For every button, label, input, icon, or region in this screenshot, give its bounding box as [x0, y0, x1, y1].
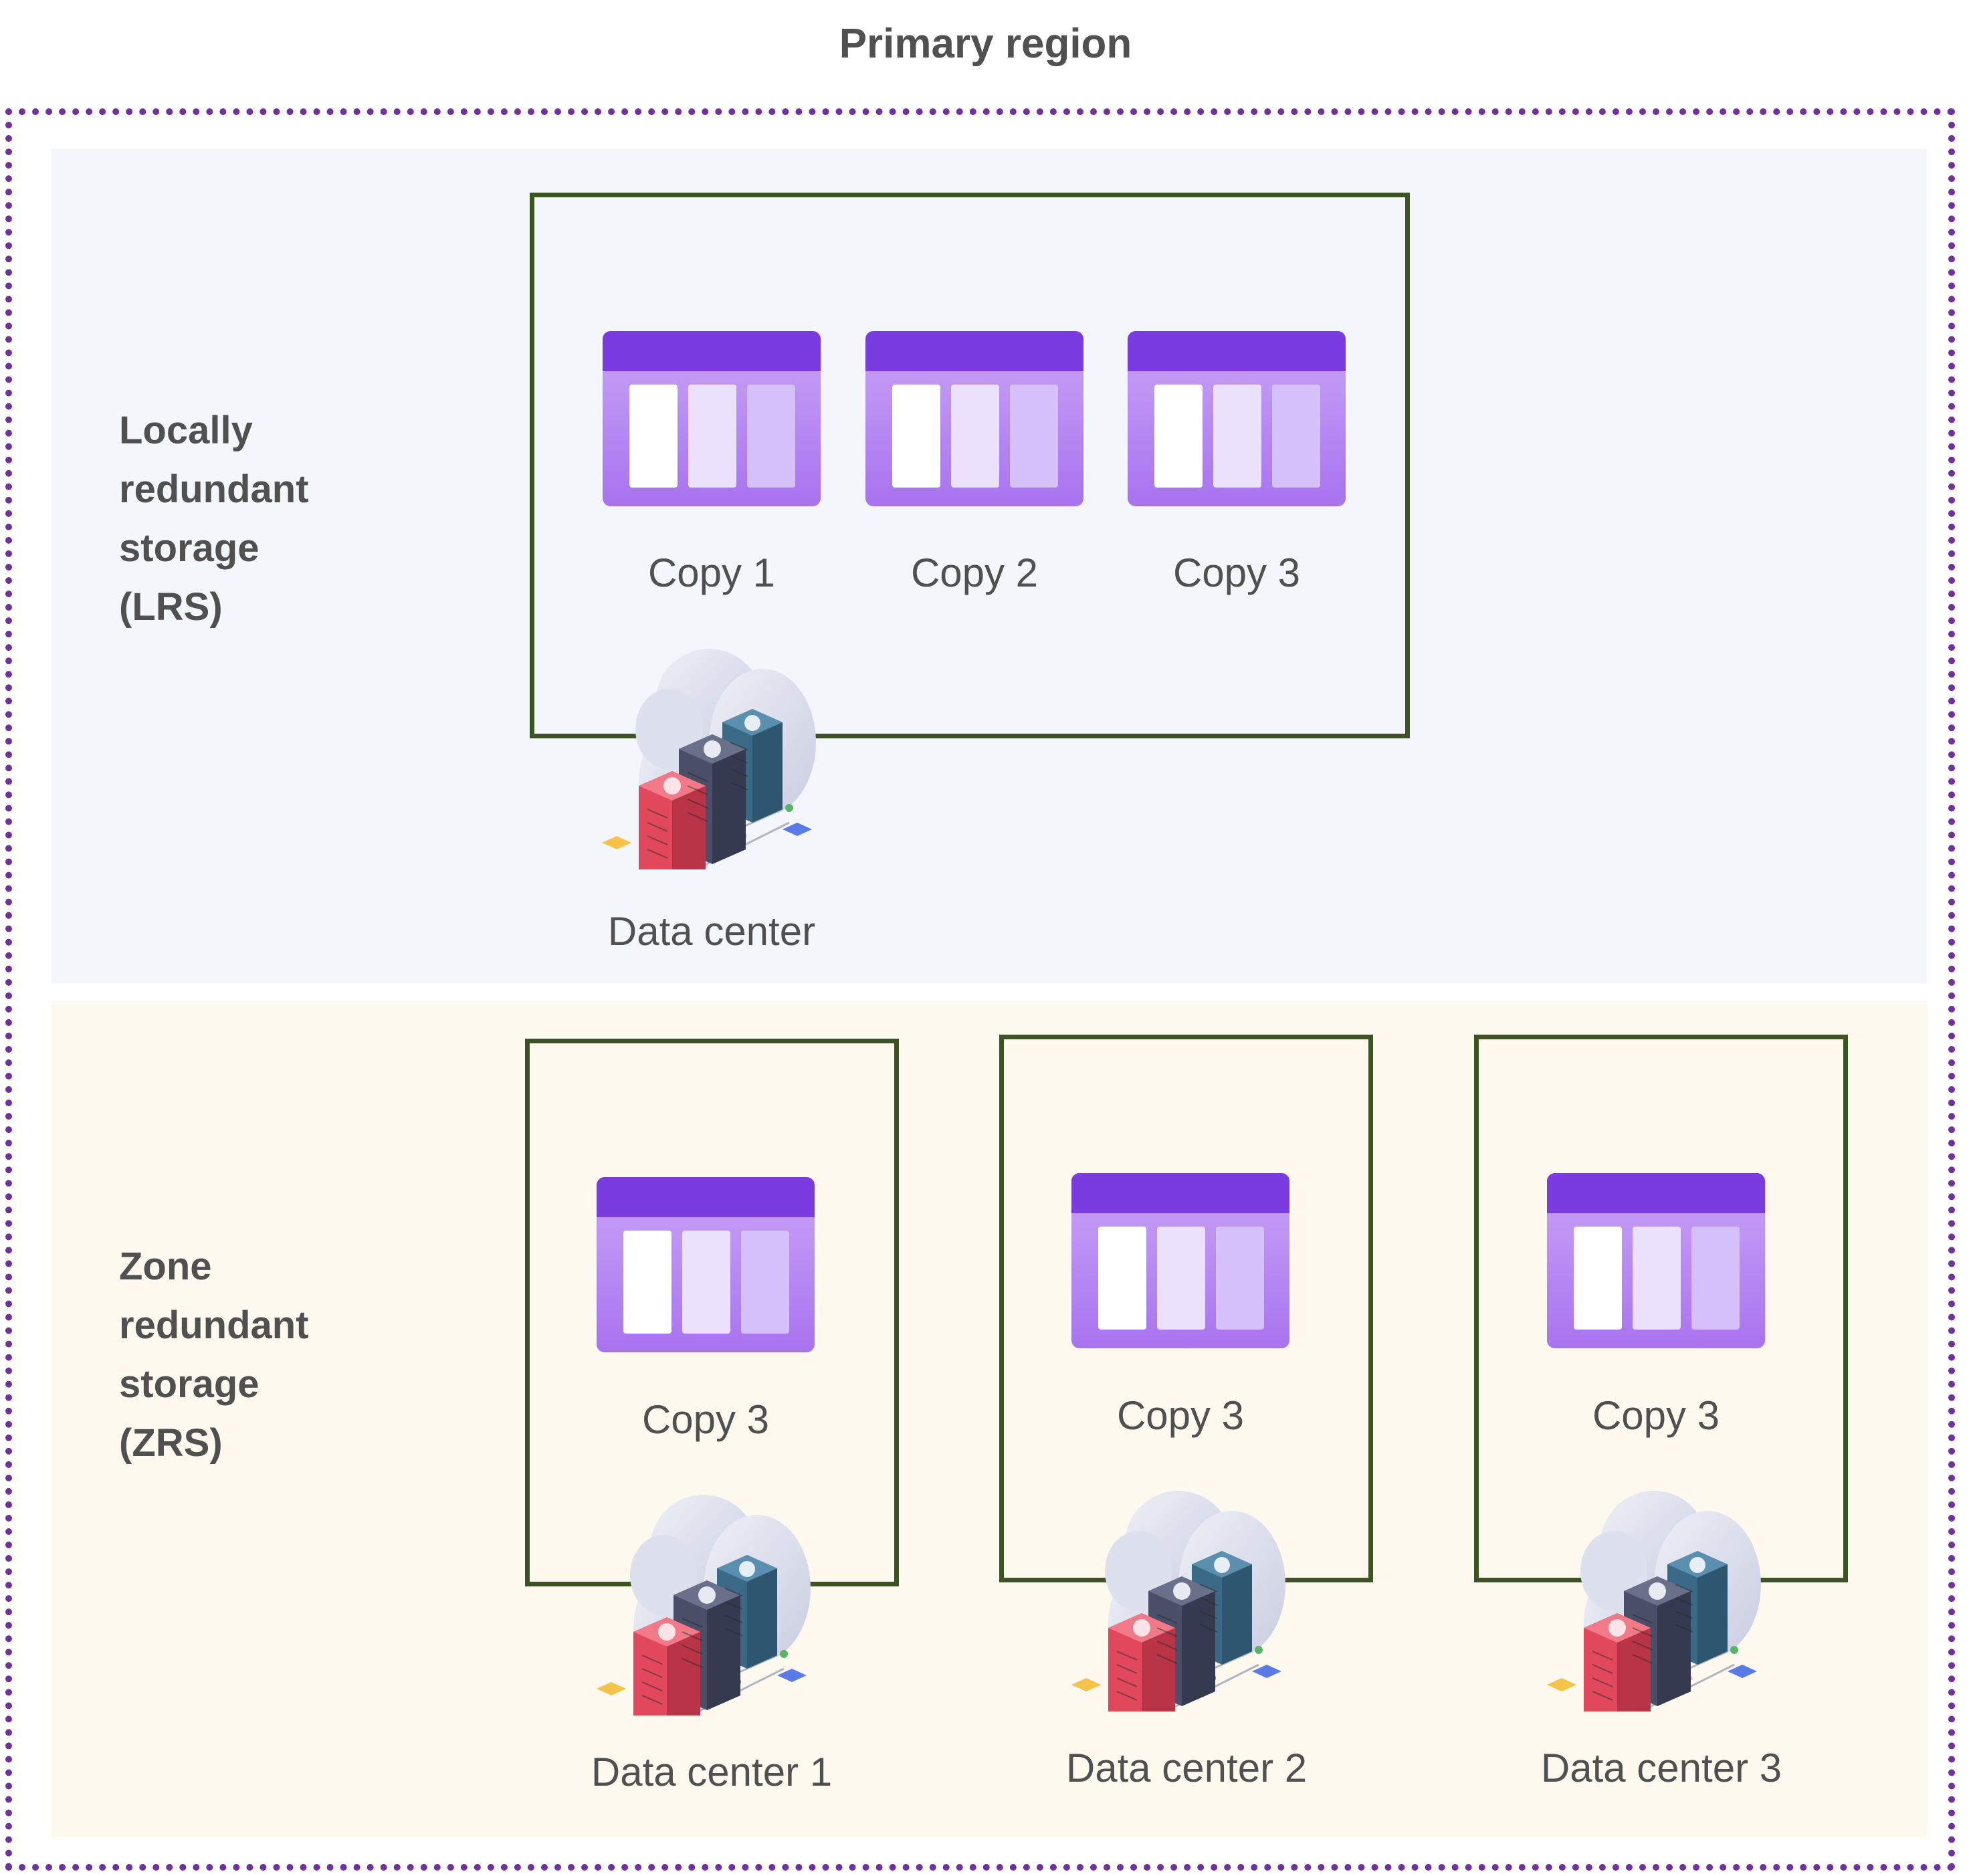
storage-table-icon — [865, 331, 1083, 506]
storage-table-icon — [1547, 1173, 1765, 1348]
lrs-label: Locally redundant storage (LRS) — [119, 401, 400, 637]
lrs-copy-label: Copy 2 — [910, 550, 1039, 595]
zone-2-datacenter-label: Data center 2 — [1065, 1746, 1308, 1790]
storage-table-icon — [597, 1177, 815, 1352]
lrs-datacenter-label: Data center — [607, 909, 816, 954]
cloud-server-icon — [1058, 1484, 1306, 1711]
lrs-label-line: Locally — [119, 409, 253, 452]
cloud-server-icon — [583, 1488, 831, 1715]
storage-table-icon — [603, 331, 821, 506]
lrs-label-line: storage — [119, 526, 260, 570]
zone-1-datacenter-label: Data center 1 — [591, 1750, 833, 1794]
lrs-copy-label: Copy 1 — [647, 550, 776, 595]
lrs-datacenter-box — [530, 193, 1410, 738]
cloud-server-icon — [589, 642, 836, 869]
cloud-server-icon — [1534, 1484, 1781, 1711]
zrs-label-line: storage — [119, 1362, 260, 1406]
storage-table-icon — [1071, 1173, 1289, 1348]
zone-2-copy-label: Copy 3 — [1116, 1393, 1245, 1438]
lrs-copy-label: Copy 3 — [1172, 550, 1301, 595]
lrs-panel — [51, 148, 1927, 983]
primary-region-boundary — [5, 108, 1955, 1871]
zone-1-copy-label: Copy 3 — [641, 1397, 770, 1442]
lrs-label-line: redundant — [119, 467, 309, 511]
zrs-label-line: Zone — [119, 1245, 212, 1288]
lrs-label-line: (LRS) — [119, 585, 223, 629]
storage-table-icon — [1128, 331, 1346, 506]
zrs-label-line: (ZRS) — [119, 1421, 223, 1465]
zrs-label: Zone redundant storage (ZRS) — [119, 1237, 400, 1473]
diagram-title: Primary region — [839, 21, 1132, 67]
zone-3-copy-label: Copy 3 — [1592, 1393, 1720, 1438]
zrs-label-line: redundant — [119, 1304, 309, 1347]
zone-3-datacenter-label: Data center 3 — [1540, 1746, 1782, 1790]
